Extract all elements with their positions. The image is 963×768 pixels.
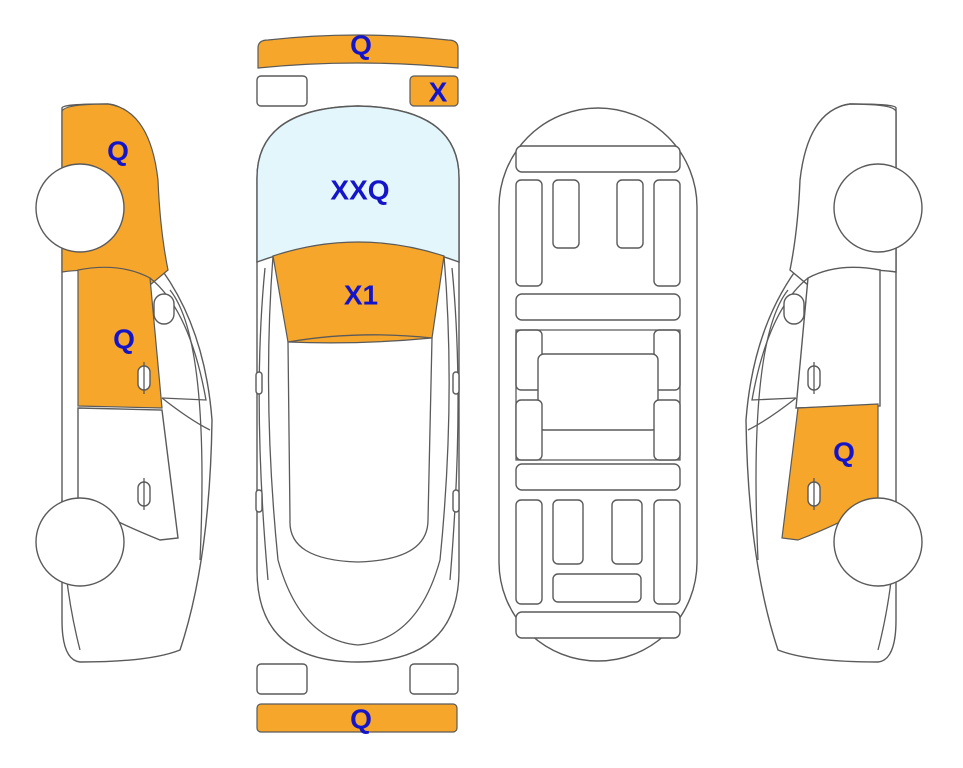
underbody-rear-center[interactable] [552, 573, 642, 603]
underbody-right-sill-rear[interactable] [653, 399, 681, 461]
left-side-view: Q Q [35, 103, 213, 663]
left-side-window-line-2 [161, 397, 211, 431]
right-rear-wheel[interactable] [833, 497, 923, 587]
rear-bumper-label: Q [350, 704, 372, 735]
front-bumper-panel[interactable] [257, 34, 459, 69]
underbody-left-sill-rear[interactable] [515, 399, 543, 461]
top-view-left-side [258, 267, 269, 581]
front-parts: Q X [256, 30, 459, 108]
right-side-beltline [755, 289, 789, 561]
right-rear-door-handle[interactable] [807, 478, 821, 510]
top-view-right-side [449, 267, 459, 581]
underbody-front-right-rail[interactable] [653, 179, 681, 287]
rear-bumper-panel[interactable] [256, 703, 458, 733]
underbody-rear-inner-right[interactable] [611, 499, 643, 565]
front-bumper-label: Q [350, 30, 372, 61]
underbody-front-bar[interactable] [515, 145, 681, 173]
underbody-view [498, 107, 698, 662]
underbody-crossmember-1[interactable] [515, 293, 681, 321]
left-side-window-line [149, 277, 207, 401]
right-side-window-line [751, 277, 809, 401]
left-front-door-handle[interactable] [137, 362, 151, 394]
right-front-wheel[interactable] [833, 163, 923, 253]
right-side-mirror[interactable] [783, 293, 805, 325]
top-view-cabin [287, 334, 433, 563]
top-view-left-pillar [267, 255, 359, 646]
underbody-front-inner-left[interactable] [552, 179, 580, 249]
hood-label: X1 [344, 280, 378, 311]
front-right-small-label: X [429, 77, 448, 108]
left-mirror-top[interactable] [255, 371, 263, 395]
underbody-front-left-rail[interactable] [515, 179, 543, 287]
underbody-center-panel[interactable] [537, 353, 659, 431]
rear-parts: Q [256, 663, 459, 735]
left-front-wheel[interactable] [35, 163, 125, 253]
right-front-door-handle[interactable] [807, 362, 821, 394]
rear-right-small-part[interactable] [409, 663, 459, 695]
right-handle-top[interactable] [452, 489, 460, 513]
left-front-fender-label: Q [107, 136, 129, 167]
underbody-rear-right-rail[interactable] [653, 499, 681, 605]
left-rear-wheel[interactable] [35, 497, 125, 587]
underbody-crossmember-2[interactable] [515, 463, 681, 491]
left-front-door-label: Q [113, 324, 135, 355]
right-side-window-line-2 [747, 397, 797, 431]
right-mirror-top[interactable] [452, 371, 460, 395]
left-rear-door-handle[interactable] [137, 478, 151, 510]
underbody-front-inner-right[interactable] [616, 179, 644, 249]
windshield-label: XXQ [330, 175, 389, 206]
rear-left-small-part[interactable] [256, 663, 308, 695]
top-view-right-pillar [357, 255, 450, 646]
front-right-small-part[interactable] [409, 75, 459, 107]
right-rear-door-label: Q [833, 437, 855, 468]
right-side-view: Q [745, 103, 923, 663]
underbody-rear-inner-left[interactable] [552, 499, 584, 565]
left-handle-top[interactable] [255, 489, 263, 513]
left-side-mirror[interactable] [153, 293, 175, 325]
underbody-rear-bar[interactable] [515, 611, 681, 639]
hood-panel[interactable] [272, 241, 445, 344]
top-view: XXQ X1 [255, 105, 460, 663]
underbody-rear-left-rail[interactable] [515, 499, 543, 605]
left-side-beltline [169, 289, 203, 561]
front-left-small-part[interactable] [256, 75, 308, 107]
